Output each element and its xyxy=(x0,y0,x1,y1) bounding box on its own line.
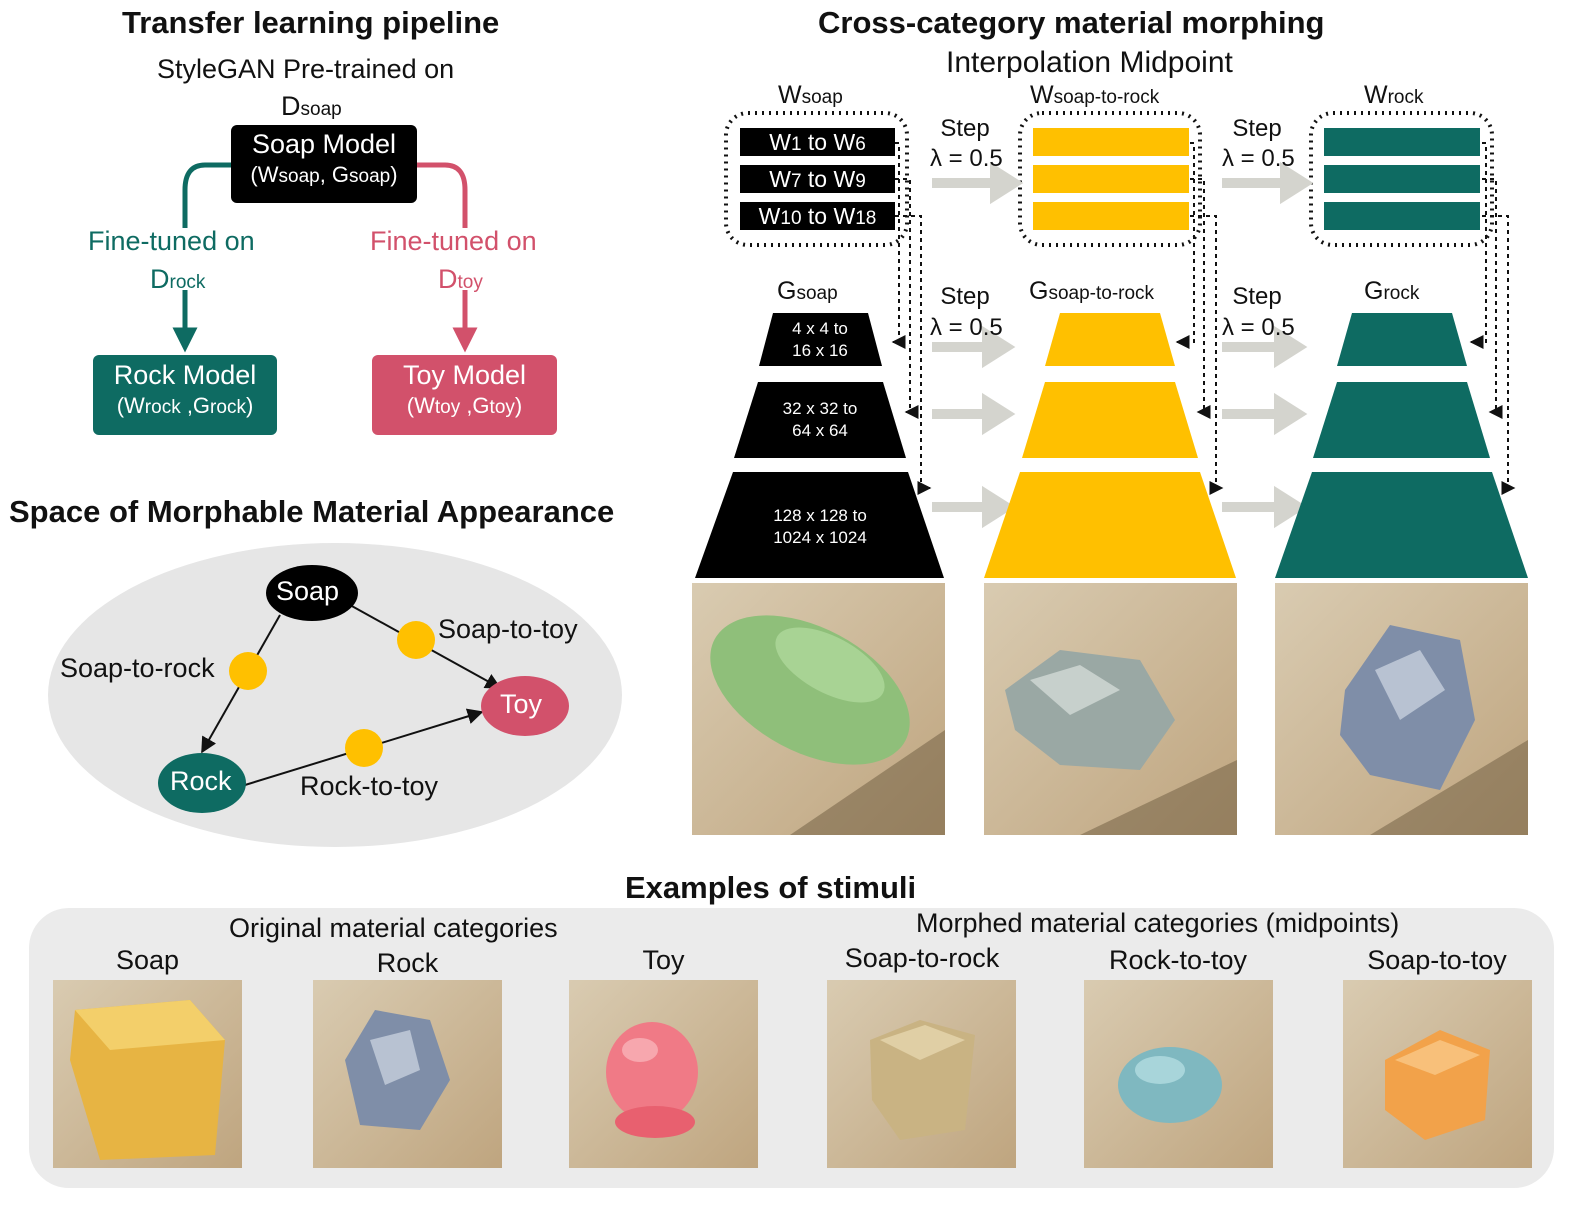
morph-title: Cross-category material morphing xyxy=(818,5,1325,40)
g-soap-label: Gsoap xyxy=(777,277,838,305)
stimulus-rock xyxy=(313,980,502,1168)
morphed-header: Morphed material categories (midpoints) xyxy=(916,908,1400,938)
node-rock xyxy=(158,753,246,813)
stimulus-label-soap: Soap xyxy=(115,945,180,975)
stimulus-toy xyxy=(569,980,758,1168)
stimulus-label-soap-to-rock: Soap-to-rock xyxy=(844,943,1000,973)
w-soap-label: Wsoap xyxy=(778,81,843,109)
step-label-g2: Step xyxy=(1232,283,1282,310)
midpoint-rock-toy xyxy=(345,729,383,767)
stimulus-soap-to-rock xyxy=(827,980,1016,1168)
stimulus-label-soap-to-toy: Soap-to-toy xyxy=(1367,945,1507,975)
w-mid-row-1 xyxy=(1033,128,1189,156)
stimuli-title: Examples of stimuli xyxy=(625,870,917,905)
midpoint-rock-toy-label: Rock-to-toy xyxy=(300,771,439,801)
w-rock-row-3 xyxy=(1324,202,1480,230)
node-soap xyxy=(266,565,358,621)
node-toy-label: Toy xyxy=(500,689,543,719)
original-header: Original material categories xyxy=(229,913,558,943)
w-to-g-connectors xyxy=(891,142,1516,495)
teal-connector xyxy=(182,162,232,228)
lambda-label-g2: λ = 0.5 xyxy=(1222,314,1295,341)
step-label-g1: Step xyxy=(940,283,990,310)
midpoint-soap-rock-label: Soap-to-rock xyxy=(60,653,215,683)
finetune-rock-label: Fine-tuned on xyxy=(88,226,255,256)
toy-model-params: (Wtoy ,Gtoy) xyxy=(406,393,523,418)
node-soap-label: Soap xyxy=(276,576,340,606)
w-mid-row-2 xyxy=(1033,165,1189,193)
transfer-subtitle: StyleGAN Pre-trained on xyxy=(157,54,455,84)
pink-connector xyxy=(416,162,468,228)
photo-rock-output xyxy=(1275,583,1528,835)
lambda-label-g1: λ = 0.5 xyxy=(930,314,1003,341)
toy-model-label: Toy Model xyxy=(402,360,527,390)
midpoint-soap-rock xyxy=(229,652,267,690)
w-rock-row-1 xyxy=(1324,128,1480,156)
stimulus-soap xyxy=(53,980,242,1168)
stimulus-label-rock: Rock xyxy=(376,948,439,978)
finetune-toy-label: Fine-tuned on xyxy=(370,226,537,256)
midpoint-soap-toy xyxy=(397,621,435,659)
photo-mid-output xyxy=(984,583,1237,835)
stimulus-soap-to-toy xyxy=(1343,980,1532,1168)
g-mid-layers xyxy=(984,313,1236,578)
w-soap-rows: W1 to W6 W7 to W9 W10 to W18 xyxy=(727,114,907,246)
transfer-title: Transfer learning pipeline xyxy=(122,5,500,40)
space-title: Space of Morphable Material Appearance xyxy=(9,494,615,529)
lambda-label-w1: λ = 0.5 xyxy=(930,145,1003,172)
stimulus-label-toy: Toy xyxy=(642,945,685,975)
soap-model-params: (Wsoap, Gsoap) xyxy=(250,162,398,187)
step-label-w1: Step xyxy=(940,115,990,142)
w-mid-label: Wsoap-to-rock xyxy=(1030,81,1160,109)
node-rock-label: Rock xyxy=(170,766,232,796)
photo-soap-output xyxy=(692,583,945,835)
stimuli-panel xyxy=(29,908,1554,1188)
midpoint-soap-toy-label: Soap-to-toy xyxy=(438,614,578,644)
rock-model-label: Rock Model xyxy=(113,360,257,390)
w-soap-row-2: W7 to W9 xyxy=(740,165,895,193)
transfer-dataset: Dsoap xyxy=(281,91,342,121)
stimulus-label-rock-to-toy: Rock-to-toy xyxy=(1108,945,1248,975)
toy-model-box: Toy Model (Wtoy ,Gtoy) xyxy=(372,355,557,435)
w-soap-row-3: W10 to W18 xyxy=(740,202,895,230)
w-rock-label: Wrock xyxy=(1364,81,1424,109)
g-rock-label: Grock xyxy=(1364,277,1420,305)
step-label-w2: Step xyxy=(1232,115,1282,142)
g-soap-layers xyxy=(695,313,944,578)
w-mid-row-3 xyxy=(1033,202,1189,230)
morph-subtitle: Interpolation Midpoint xyxy=(946,46,1233,79)
w-soap-row-1: W1 to W6 xyxy=(740,128,895,156)
g-mid-label: Gsoap-to-rock xyxy=(1029,277,1155,305)
finetune-rock-dataset: Drock xyxy=(150,264,206,294)
node-toy xyxy=(481,676,569,736)
rock-model-params: (Wrock ,Grock) xyxy=(116,393,254,418)
stimulus-rock-to-toy xyxy=(1084,980,1273,1168)
finetune-toy-dataset: Dtoy xyxy=(438,264,483,294)
step-arrows xyxy=(932,161,1314,529)
g-rock-layers xyxy=(1275,313,1528,578)
rock-model-box: Rock Model (Wrock ,Grock) xyxy=(93,355,277,435)
soap-model-label: Soap Model xyxy=(251,129,397,159)
lambda-label-w2: λ = 0.5 xyxy=(1222,145,1295,172)
w-rock-row-2 xyxy=(1324,165,1480,193)
soap-model-box: Soap Model (Wsoap, Gsoap) xyxy=(231,125,417,203)
